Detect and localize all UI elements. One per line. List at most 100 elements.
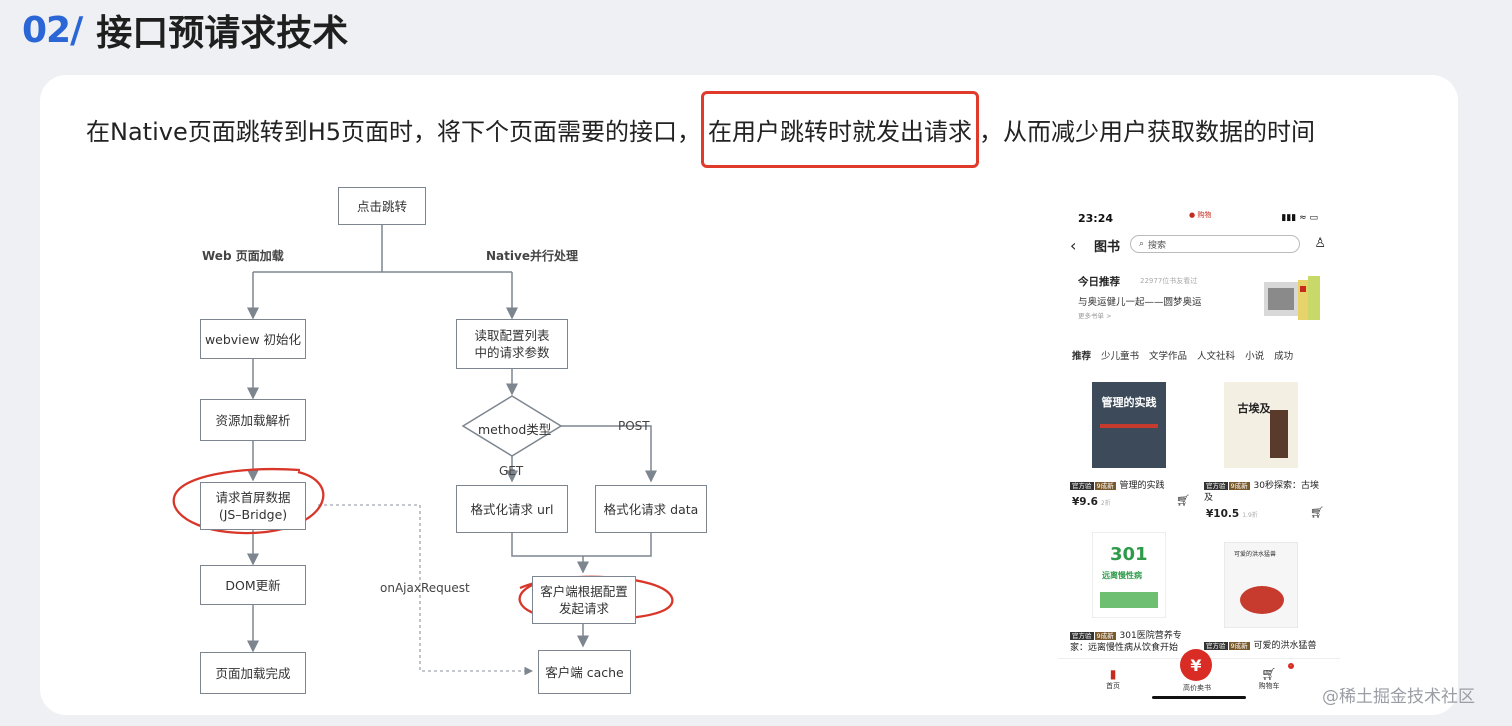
svg-text:远离慢性病: 远离慢性病: [1102, 570, 1142, 580]
phone-screenshot: 23:24 ● 购物 ▮▮▮ ≈ ▭ ‹ 图书 ⌕ 搜索 ♙ 今日推荐 2297…: [1058, 200, 1340, 703]
method-type-decision: method类型: [478, 422, 552, 437]
client-request-node: 客户端根据配置 发起请求: [532, 576, 636, 624]
read-config-node: 读取配置列表 中的请求参数: [456, 319, 568, 369]
slide-heading: 接口预请求技术: [96, 13, 349, 54]
slide-number: 02/: [22, 9, 83, 51]
tab-5[interactable]: 成功: [1274, 351, 1294, 362]
book-cover-301[interactable]: 301 远离慢性病: [1092, 532, 1166, 618]
book-name: 可爱的洪水猛兽: [1253, 641, 1317, 651]
official-tag: 官方验: [1070, 482, 1094, 490]
status-signal-icon: ▮▮▮ ≈ ▭: [1281, 213, 1318, 223]
search-placeholder: 搜索: [1148, 240, 1167, 251]
today-recommend-sub: 22977位书友看过: [1140, 277, 1198, 285]
tab-0[interactable]: 推荐: [1072, 351, 1092, 362]
watermark: @稀土掘金技术社区: [1322, 687, 1475, 707]
phone-search-input[interactable]: ⌕ 搜索: [1130, 235, 1300, 253]
status-time: 23:24: [1078, 212, 1114, 225]
get-label: GET: [499, 464, 524, 478]
intro-after: ，从而减少用户获取数据的时间: [979, 118, 1316, 146]
today-recommend-text[interactable]: 与奥运健儿一起——圆梦奥运: [1078, 297, 1202, 308]
phone-page-title: 图书: [1094, 240, 1121, 255]
resource-parse-node: 资源加载解析: [200, 399, 306, 441]
nav-home[interactable]: ▮首页: [1088, 667, 1138, 691]
read-config-line2: 中的请求参数: [474, 345, 550, 360]
cart-icon: 🛒︎: [1261, 667, 1277, 681]
book-cover-egypt[interactable]: 古埃及: [1224, 382, 1298, 468]
add-cart-icon[interactable]: 🛒︎: [1310, 506, 1324, 519]
first-screen-line2: (JS–Bridge): [218, 507, 288, 522]
svg-text:古埃及: 古埃及: [1238, 401, 1272, 415]
book-name: 管理的实践: [1119, 481, 1165, 491]
read-config-line1: 读取配置列表: [474, 328, 550, 343]
client-request-line2: 发起请求: [558, 601, 609, 616]
tab-3[interactable]: 人文社科: [1197, 351, 1236, 362]
condition-tag: 9成新: [1094, 632, 1116, 640]
cart-badge: ·: [1288, 663, 1294, 669]
user-icon[interactable]: ♙: [1314, 236, 1326, 251]
svg-text:管理的实践: 管理的实践: [1102, 395, 1157, 409]
on-ajax-label: onAjaxRequest: [380, 581, 470, 595]
official-tag: 官方验: [1204, 642, 1228, 650]
phone-bottom-nav: ▮首页 ¥ 高价卖书 🛒︎购物车 ·: [1058, 649, 1340, 703]
web-branch-label: Web 页面加载: [202, 249, 284, 263]
status-app-name: ● 购物: [1189, 211, 1212, 219]
price-value: ¥9.6: [1072, 496, 1098, 508]
page-done-node: 页面加载完成: [200, 652, 306, 694]
discount: 2折: [1100, 500, 1111, 507]
yuan-icon: ¥: [1190, 655, 1202, 675]
more-booklists-link[interactable]: 更多书单 >: [1078, 312, 1112, 320]
slide-title: 02/ 接口预请求技术: [22, 2, 348, 58]
svg-text:301: 301: [1110, 544, 1148, 565]
native-branch-label: Native并行处理: [486, 249, 578, 263]
client-cache-node: 客户端 cache: [538, 650, 631, 694]
sell-center-button[interactable]: ¥: [1180, 649, 1212, 681]
intro-highlight: 在用户跳转时就发出请求: [701, 91, 980, 168]
home-icon: ▮: [1109, 667, 1117, 681]
nav-sell[interactable]: 高价卖书: [1172, 683, 1222, 693]
price-value: ¥10.5: [1206, 508, 1240, 520]
tab-4[interactable]: 小说: [1245, 351, 1265, 362]
intro-text: 在Native页面跳转到H5页面时，将下个页面需要的接口，在用户跳转时就发出请求…: [86, 91, 1316, 168]
official-tag: 官方验: [1204, 482, 1228, 490]
book-name: 30秒探索：古埃及: [1204, 481, 1319, 503]
back-icon[interactable]: ‹: [1070, 236, 1077, 255]
banner-image: [1264, 276, 1320, 320]
nav-sell-label: 高价卖书: [1183, 684, 1211, 692]
book-cover-management[interactable]: 管理的实践: [1092, 382, 1166, 468]
add-cart-icon[interactable]: 🛒︎: [1176, 494, 1190, 507]
official-tag: 官方验: [1070, 632, 1094, 640]
webview-init-node: webview 初始化: [200, 319, 306, 359]
svg-text:可爱的洪水猛兽: 可爱的洪水猛兽: [1234, 550, 1276, 558]
today-recommend-title: 今日推荐: [1078, 276, 1120, 288]
post-label: POST: [618, 419, 650, 433]
tab-1[interactable]: 少儿童书: [1101, 351, 1140, 362]
discount: 1.9折: [1242, 512, 1258, 519]
book-name: 301医院营养专家：远离慢性病从饮食开始: [1070, 631, 1182, 653]
category-tabs: 推荐少儿童书文学作品人文社科小说成功: [1072, 348, 1303, 362]
client-request-line1: 客户端根据配置: [540, 584, 628, 599]
condition-tag: 9成新: [1094, 482, 1116, 490]
tab-2[interactable]: 文学作品: [1149, 351, 1188, 362]
condition-tag: 9成新: [1228, 642, 1250, 650]
nav-cart[interactable]: 🛒︎购物车: [1244, 667, 1294, 691]
search-icon: ⌕: [1139, 239, 1145, 249]
start-node: 点击跳转: [338, 187, 426, 225]
home-indicator: [1152, 696, 1246, 699]
format-url-node: 格式化请求 url: [456, 485, 568, 533]
first-screen-line1: 请求首屏数据: [215, 490, 291, 505]
condition-tag: 9成新: [1228, 482, 1250, 490]
intro-before: 在Native页面跳转到H5页面时，将下个页面需要的接口，: [86, 118, 702, 146]
first-screen-node: 请求首屏数据 (JS–Bridge): [200, 482, 306, 530]
dom-update-node: DOM更新: [200, 565, 306, 605]
book-cover-flood[interactable]: 可爱的洪水猛兽: [1224, 542, 1298, 628]
nav-home-label: 首页: [1106, 682, 1120, 690]
nav-cart-label: 购物车: [1258, 682, 1280, 690]
format-data-node: 格式化请求 data: [595, 485, 707, 533]
